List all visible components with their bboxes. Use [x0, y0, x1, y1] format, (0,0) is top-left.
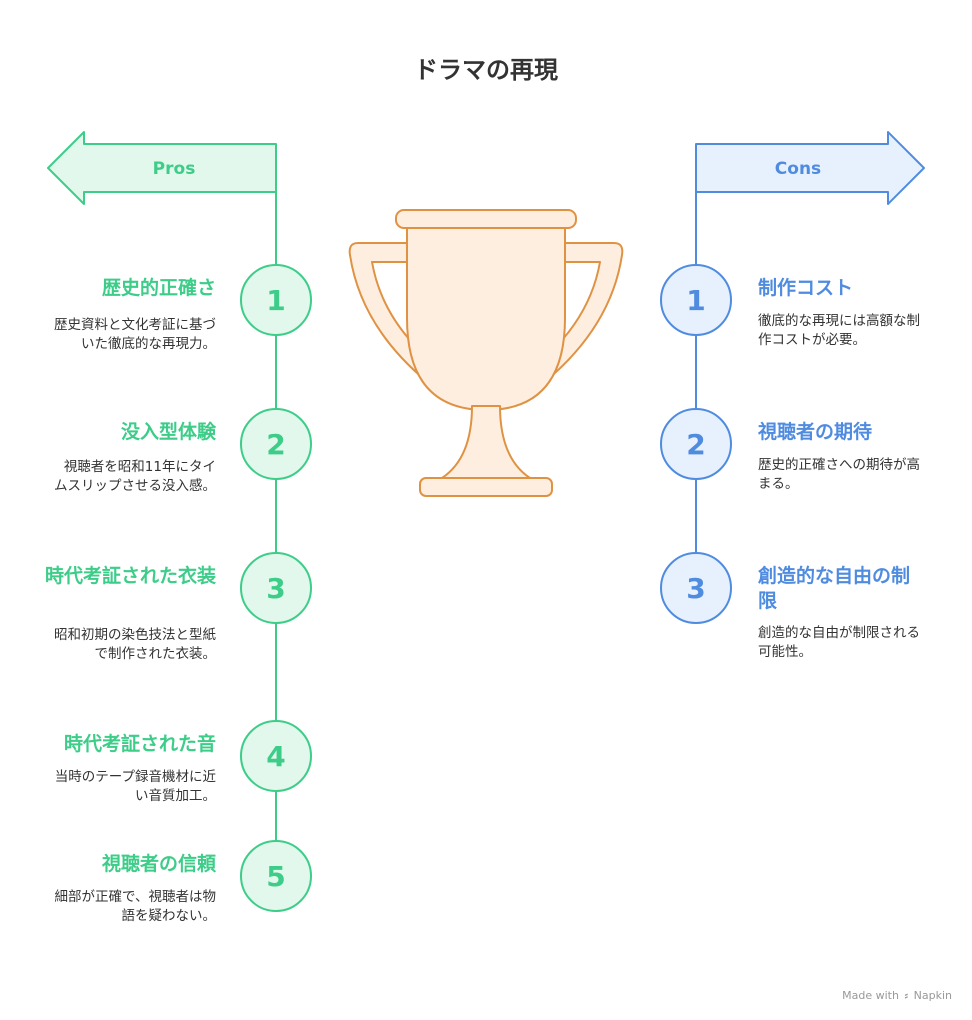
pros-step-4-heading: 時代考証された音: [63, 733, 216, 755]
cons-step-1-desc: 徹底的な再現には高額な制作コストが必要。: [758, 313, 920, 348]
cons-step-3-circle: 3: [660, 552, 732, 624]
pros-label: Pros: [153, 159, 196, 179]
cons-label: Cons: [775, 159, 821, 179]
napkin-logo-icon: ⸗: [904, 989, 909, 1002]
pros-step-2-desc: 視聴者を昭和11年にタイムスリップさせる没入感。: [54, 459, 216, 494]
cons-step-1-circle: 1: [660, 264, 732, 336]
cons-step-2-desc: 歴史的正確さへの期待が高まる。: [758, 457, 920, 492]
pros-step-1-circle: 1: [240, 264, 312, 336]
pros-step-1-heading: 歴史的正確さ: [101, 277, 216, 299]
pros-step-4-desc: 当時のテープ録音機材に近い音質加工。: [54, 769, 216, 804]
cons-step-2-heading: 視聴者の期待: [758, 421, 873, 443]
pros-step-4-circle: 4: [240, 720, 312, 792]
cons-step-1-heading: 制作コスト: [758, 277, 854, 299]
pros-step-2-heading: 没入型体験: [120, 421, 216, 443]
made-with-napkin-badge[interactable]: Made with ⸗ Napkin: [842, 989, 952, 1002]
pros-step-5-heading: 視聴者の信頼: [101, 853, 216, 875]
pros-arrow: [47, 131, 277, 205]
pros-step-3-heading: 時代考証された衣装: [44, 565, 216, 587]
cons-step-3-desc: 創造的な自由が制限される可能性。: [758, 625, 920, 660]
page-title: ドラマの再現: [414, 56, 558, 84]
trophy-icon: [348, 209, 624, 497]
made-with-label: Made with: [842, 989, 899, 1002]
pros-step-2-circle: 2: [240, 408, 312, 480]
cons-arrow: [695, 131, 925, 205]
pros-step-5-desc: 細部が正確で、視聴者は物語を疑わない。: [54, 889, 216, 924]
pros-step-3-circle: 3: [240, 552, 312, 624]
napkin-brand-label: Napkin: [913, 989, 952, 1002]
cons-step-3-heading: 創造的な自由の制限: [758, 565, 911, 612]
pros-step-1-desc: 歴史資料と文化考証に基づいた徹底的な再現力。: [54, 317, 216, 352]
pros-step-5-circle: 5: [240, 840, 312, 912]
pros-step-3-desc: 昭和初期の染色技法と型紙で制作された衣装。: [54, 627, 216, 662]
cons-step-2-circle: 2: [660, 408, 732, 480]
